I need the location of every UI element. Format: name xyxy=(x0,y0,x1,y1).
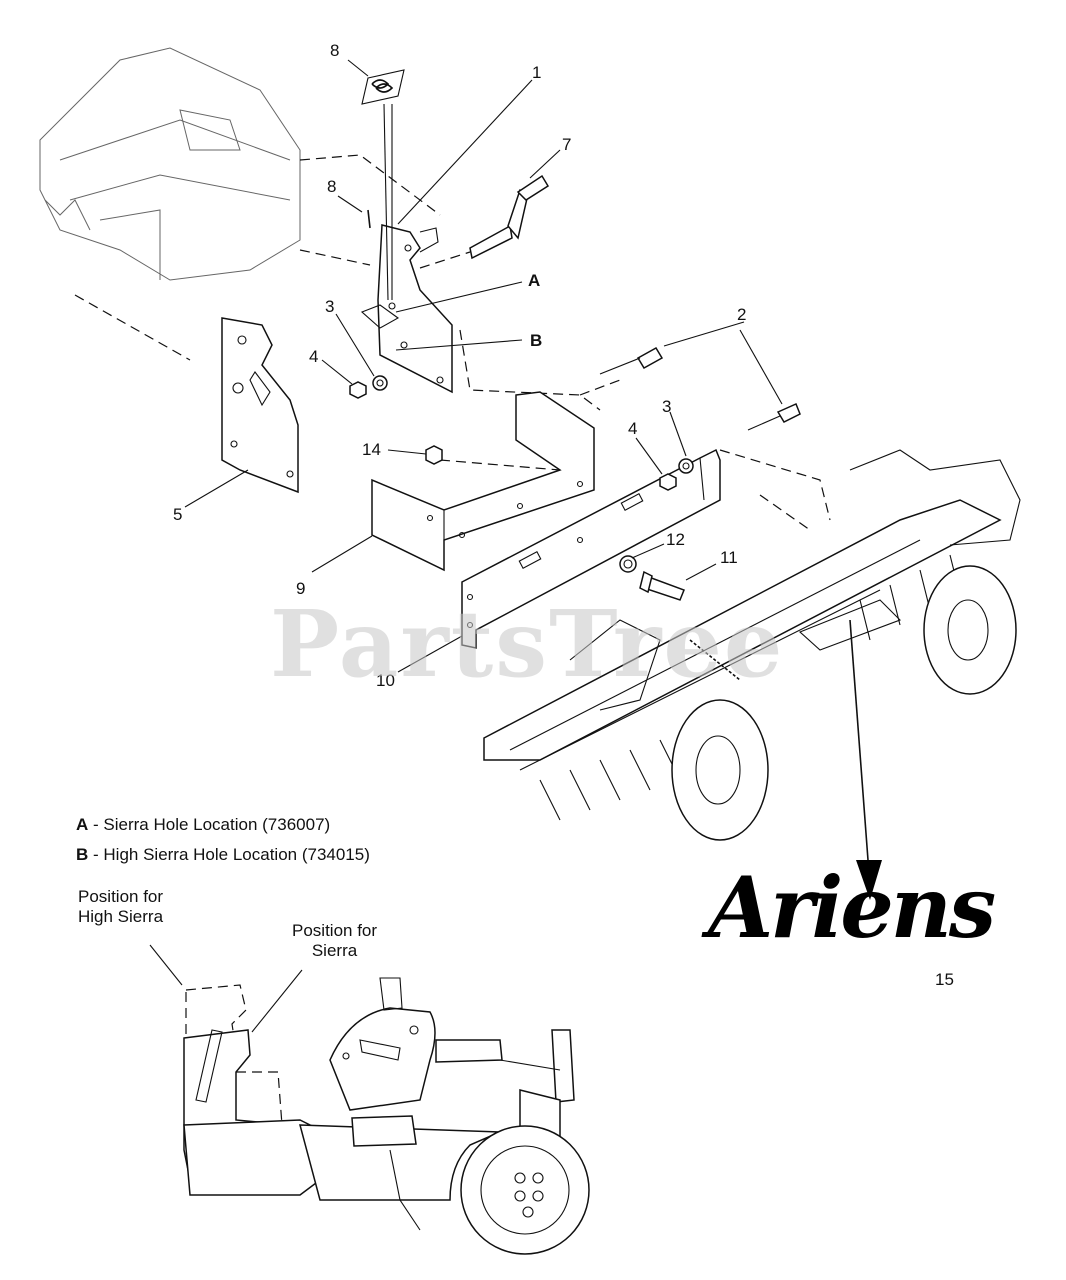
position-label-sierra: Position for Sierra xyxy=(292,921,377,961)
part-6-handle xyxy=(419,174,550,269)
callout-3b: 3 xyxy=(662,397,671,416)
detail-assembly xyxy=(149,944,590,1255)
callout-7: 8 xyxy=(330,41,339,60)
legend-text-b: - High Sierra Hole Location (734015) xyxy=(88,845,370,864)
callout-3a: 3 xyxy=(325,297,334,316)
legend-letter-b: B xyxy=(76,845,89,864)
callout-8: 8 xyxy=(327,177,336,196)
hardware-left xyxy=(349,375,388,399)
callout-11: 11 xyxy=(720,548,738,567)
pointer-arrow xyxy=(849,619,882,900)
tractor-body xyxy=(39,47,301,281)
position-label-sierra-line1: Position for xyxy=(292,921,378,940)
callout-12: 12 xyxy=(666,530,685,549)
callout-5: 5 xyxy=(173,505,182,524)
ariens-logo: Ariens xyxy=(708,858,996,957)
callout-4a: 4 xyxy=(309,347,318,366)
callout-6: 7 xyxy=(562,135,571,154)
callout-10: 10 xyxy=(376,671,395,690)
position-label-high-sierra-line1: Position for xyxy=(78,887,164,906)
position-label-high-sierra-line2: High Sierra xyxy=(78,907,164,926)
part-7-spring xyxy=(361,69,405,301)
legend-text-a: - Sierra Hole Location (736007) xyxy=(88,815,331,834)
part-2-bolts xyxy=(599,346,801,431)
assembly-dash-lines xyxy=(74,154,831,531)
callout-2: 2 xyxy=(737,305,746,324)
hardware-right xyxy=(619,458,694,601)
legend-item-a: A - Sierra Hole Location (736007) xyxy=(76,815,330,835)
leader-lines xyxy=(184,59,783,673)
part-10-bar xyxy=(461,448,721,649)
callout-9: 9 xyxy=(296,579,305,598)
callout-14: 14 xyxy=(362,440,381,459)
callout-numbers: 8 1 7 8 3 4 2 3 4 14 5 9 12 11 10 A B xyxy=(173,41,746,690)
position-label-sierra-line2: Sierra xyxy=(311,941,358,960)
part-8-pin xyxy=(367,209,371,229)
part-9-channel xyxy=(371,391,595,572)
letter-a: A xyxy=(528,271,540,290)
callout-1: 1 xyxy=(532,63,541,82)
rake-assembly xyxy=(483,449,1021,841)
partstree-watermark: PartsTree xyxy=(270,590,785,698)
part-5-plate xyxy=(221,317,299,494)
callout-4b: 4 xyxy=(628,419,637,438)
position-label-high-sierra: Position for High Sierra xyxy=(78,887,163,927)
letter-b: B xyxy=(530,331,542,350)
part-1-lever-bracket xyxy=(360,224,453,394)
legend-item-b: B - High Sierra Hole Location (734015) xyxy=(76,845,370,865)
page-number: 15 xyxy=(935,970,954,989)
part-14-nut xyxy=(425,445,443,465)
legend-letter-a: A xyxy=(76,815,89,834)
